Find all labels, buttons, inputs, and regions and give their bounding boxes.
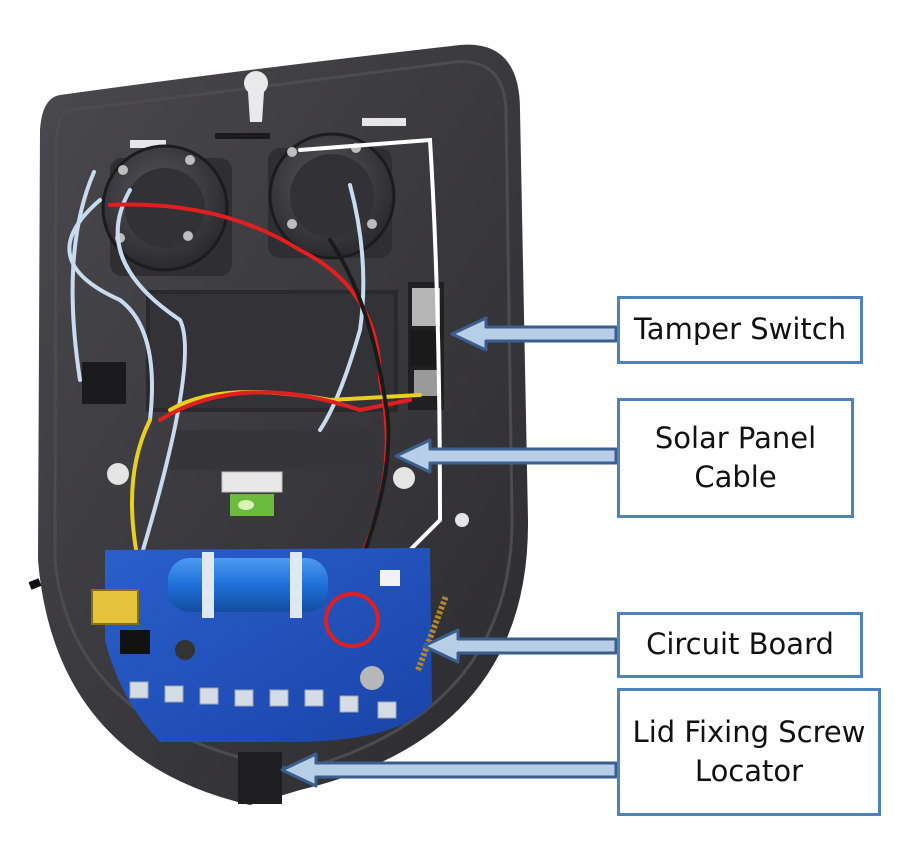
tamper-switch-text: Tamper Switch: [633, 312, 847, 347]
solar-panel-cable-label: Solar Panel Cable: [617, 398, 854, 518]
circuit-board: [91, 548, 432, 742]
keyhole-mount: [244, 71, 269, 122]
solar-panel-text-line2: Cable: [694, 460, 777, 494]
battery: [168, 558, 328, 612]
lid-screw-text-line1: Lid Fixing Screw: [632, 714, 866, 749]
housing-inner-ridge: [53, 60, 514, 772]
lid-screw-locator: [238, 752, 282, 804]
circuit-board-text: Circuit Board: [646, 627, 834, 662]
lid-screw-text-line2: Locator: [694, 754, 804, 788]
lid-arrow: [280, 752, 618, 788]
circuit-arrow: [422, 628, 618, 664]
circuit-board-label: Circuit Board: [617, 612, 863, 678]
lid-fixing-screw-label: Lid Fixing Screw Locator: [617, 688, 881, 816]
solar-arrow: [394, 438, 618, 474]
spirit-level: [221, 471, 283, 516]
solar-panel-text-line1: Solar Panel: [654, 420, 817, 455]
tamper-arrow: [450, 316, 618, 352]
tamper-switch-label: Tamper Switch: [617, 296, 863, 364]
speaker-right: [268, 132, 396, 260]
